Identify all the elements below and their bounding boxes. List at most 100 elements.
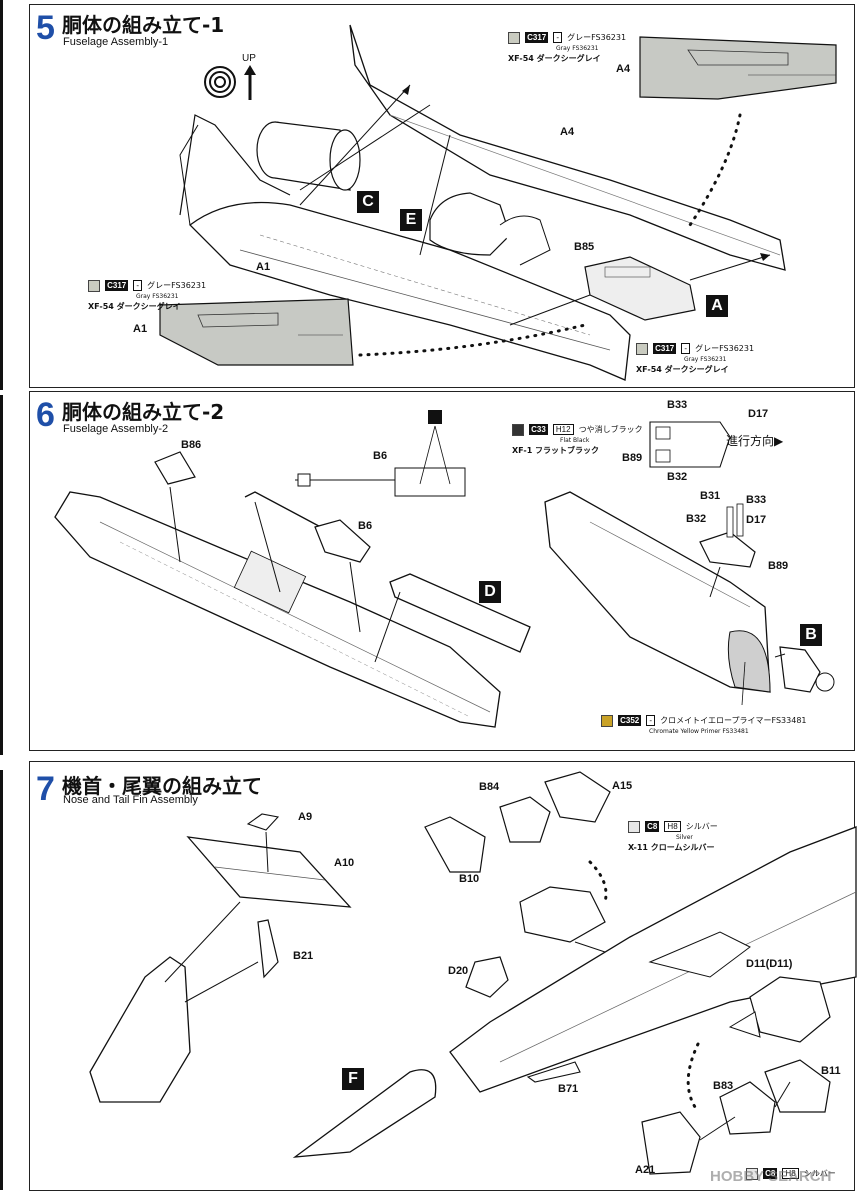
part-box-f: F	[342, 1068, 364, 1090]
part-box-a: A	[706, 295, 728, 317]
part-label-a4-detail: A4	[616, 63, 631, 75]
color-swatch	[636, 342, 648, 355]
a1-color-detail	[159, 298, 354, 366]
paint-callout: C352 - クロメイトイエロープライマーFS33481 Chromate Ye…	[601, 710, 807, 735]
paint-name-jp: グレーFS36231	[567, 33, 627, 42]
paint-name-en: Gray FS36231	[136, 293, 179, 300]
fuselage-assembly-1-drawing	[179, 24, 786, 381]
left-edge-mark-2	[0, 395, 3, 755]
part-box-d: D	[479, 581, 501, 603]
paint-h-code: H8	[664, 821, 681, 832]
step7-panel: 7 機首・尾翼の組み立て Nose and Tail Fin Assembly	[29, 761, 857, 1191]
part-label-b71: B71	[558, 1083, 579, 1095]
paint-xf-code: XF-54 ダークシーグレイ	[508, 54, 601, 63]
part-box-c: C	[357, 191, 379, 213]
paint-xf-code: XF-1 フラットブラック	[512, 446, 600, 455]
paint-callout: C8 H8 シルバー	[746, 1163, 836, 1182]
paint-name-jp: シルバー	[685, 822, 718, 831]
paint-callout: C33 H12 つや消しブラック Flat Black XF-1 フラットブラッ…	[512, 419, 643, 456]
part-label-b86: B86	[181, 439, 202, 451]
color-swatch	[746, 1167, 758, 1180]
step7-title-jp: 機首・尾翼の組み立て	[62, 774, 262, 798]
fuselage-assembly-2-drawing	[54, 410, 835, 728]
step6-panel: 6 胴体の組み立て-2 Fuselage Assembly-2	[29, 391, 855, 751]
part-label-a9: A9	[298, 811, 313, 823]
paint-code: C8	[763, 1168, 778, 1179]
part-box-b: B	[800, 624, 822, 646]
paint-code: C352	[618, 715, 642, 726]
watermark-logo: HOBBY SEARCH	[710, 1168, 832, 1185]
paint-h-code: -	[553, 32, 562, 43]
paint-name-jp: シルバー	[803, 1169, 836, 1178]
part-label-a1: A1	[256, 261, 271, 273]
paint-name-en: Silver	[676, 834, 693, 841]
direction-label: 進行方向▶	[726, 434, 784, 448]
part-label-b33-top: B33	[667, 399, 688, 411]
paint-name-jp: グレーFS36231	[147, 281, 207, 290]
part-label-b11: B11	[821, 1065, 841, 1077]
part-label-d20: D20	[448, 965, 469, 977]
part-label-d11: D11(D11)	[746, 958, 793, 970]
step5-panel: 5 胴体の組み立て-1 Fuselage Assembly-1 UP	[29, 4, 855, 388]
paint-xf-code: XF-54 ダークシーグレイ	[88, 302, 181, 311]
nose-tail-assembly-drawing	[89, 771, 857, 1175]
step6-title-jp: 胴体の組み立て-2	[62, 400, 225, 424]
color-swatch	[508, 31, 520, 44]
paint-code: C8	[645, 821, 660, 832]
part-label-d17: D17	[746, 514, 767, 526]
part-label-b89-top: B89	[622, 452, 643, 464]
paint-h-code: -	[646, 715, 655, 726]
step5-title-en: Fuselage Assembly-1	[63, 36, 169, 48]
step5-number: 5	[36, 9, 55, 47]
paint-callout: C317 - グレーFS36231 Gray FS36231 XF-54 ダーク…	[636, 338, 754, 375]
part-label-b83: B83	[713, 1080, 734, 1092]
paint-h-code: -	[133, 280, 142, 291]
part-box-e: E	[400, 209, 422, 231]
part-label-b89: B89	[768, 560, 789, 572]
part-label-b6-top: B6	[373, 450, 388, 462]
part-label-b32-top: B32	[667, 471, 688, 483]
paint-h-code: H12	[552, 424, 574, 435]
color-swatch	[628, 820, 640, 833]
color-swatch	[512, 423, 524, 436]
part-label-b10: B10	[459, 873, 480, 885]
step7-title-en: Nose and Tail Fin Assembly	[63, 794, 198, 806]
paint-code: C317	[525, 32, 549, 43]
paint-callout: C317 - グレーFS36231 Gray FS36231 XF-54 ダーク…	[508, 27, 626, 64]
a4-color-detail	[639, 36, 837, 100]
paint-name-jp: つや消しブラック	[578, 425, 643, 434]
part-label-d17-top: D17	[748, 408, 769, 420]
paint-xf-code: X-11 クロームシルバー	[628, 843, 715, 852]
paint-code: C317	[105, 280, 129, 291]
left-edge-mark-3	[0, 770, 3, 1190]
paint-xf-code: XF-54 ダークシーグレイ	[636, 365, 729, 374]
left-edge-mark-1	[0, 0, 3, 390]
paint-callout: C8 H8 シルバー Silver X-11 クロームシルバー	[628, 816, 718, 853]
part-label-a21: A21	[635, 1164, 656, 1176]
paint-name-jp: グレーFS36231	[695, 344, 755, 353]
color-swatch	[88, 279, 100, 292]
part-label-b84: B84	[479, 781, 500, 793]
part-label-b31: B31	[700, 490, 721, 502]
paint-name-en: Gray FS36231	[556, 45, 599, 52]
part-label-b32: B32	[686, 513, 707, 525]
paint-name-jp: クロメイトイエロープライマーFS33481	[660, 716, 807, 725]
color-swatch	[601, 714, 613, 727]
part-label-b85: B85	[574, 241, 595, 253]
paint-h-code: -	[681, 343, 690, 354]
up-label: UP	[242, 53, 256, 64]
step6-number: 6	[36, 396, 55, 434]
part-label-a4: A4	[560, 126, 575, 138]
paint-name-en: Chromate Yellow Primer FS33481	[649, 728, 749, 735]
rotation-indicator-icon	[204, 65, 256, 100]
part-label-a15: A15	[612, 780, 633, 792]
paint-code: C33	[529, 424, 548, 435]
part-label-a10: A10	[334, 857, 355, 869]
part-label-a1-detail: A1	[133, 323, 148, 335]
paint-h-code: H8	[782, 1168, 799, 1179]
paint-name-en: Gray FS36231	[684, 356, 727, 363]
part-label-b21: B21	[293, 950, 314, 962]
step7-number: 7	[36, 770, 55, 808]
part-label-b33: B33	[746, 494, 767, 506]
paint-callout: C317 - グレーFS36231 Gray FS36231 XF-54 ダーク…	[88, 275, 206, 312]
